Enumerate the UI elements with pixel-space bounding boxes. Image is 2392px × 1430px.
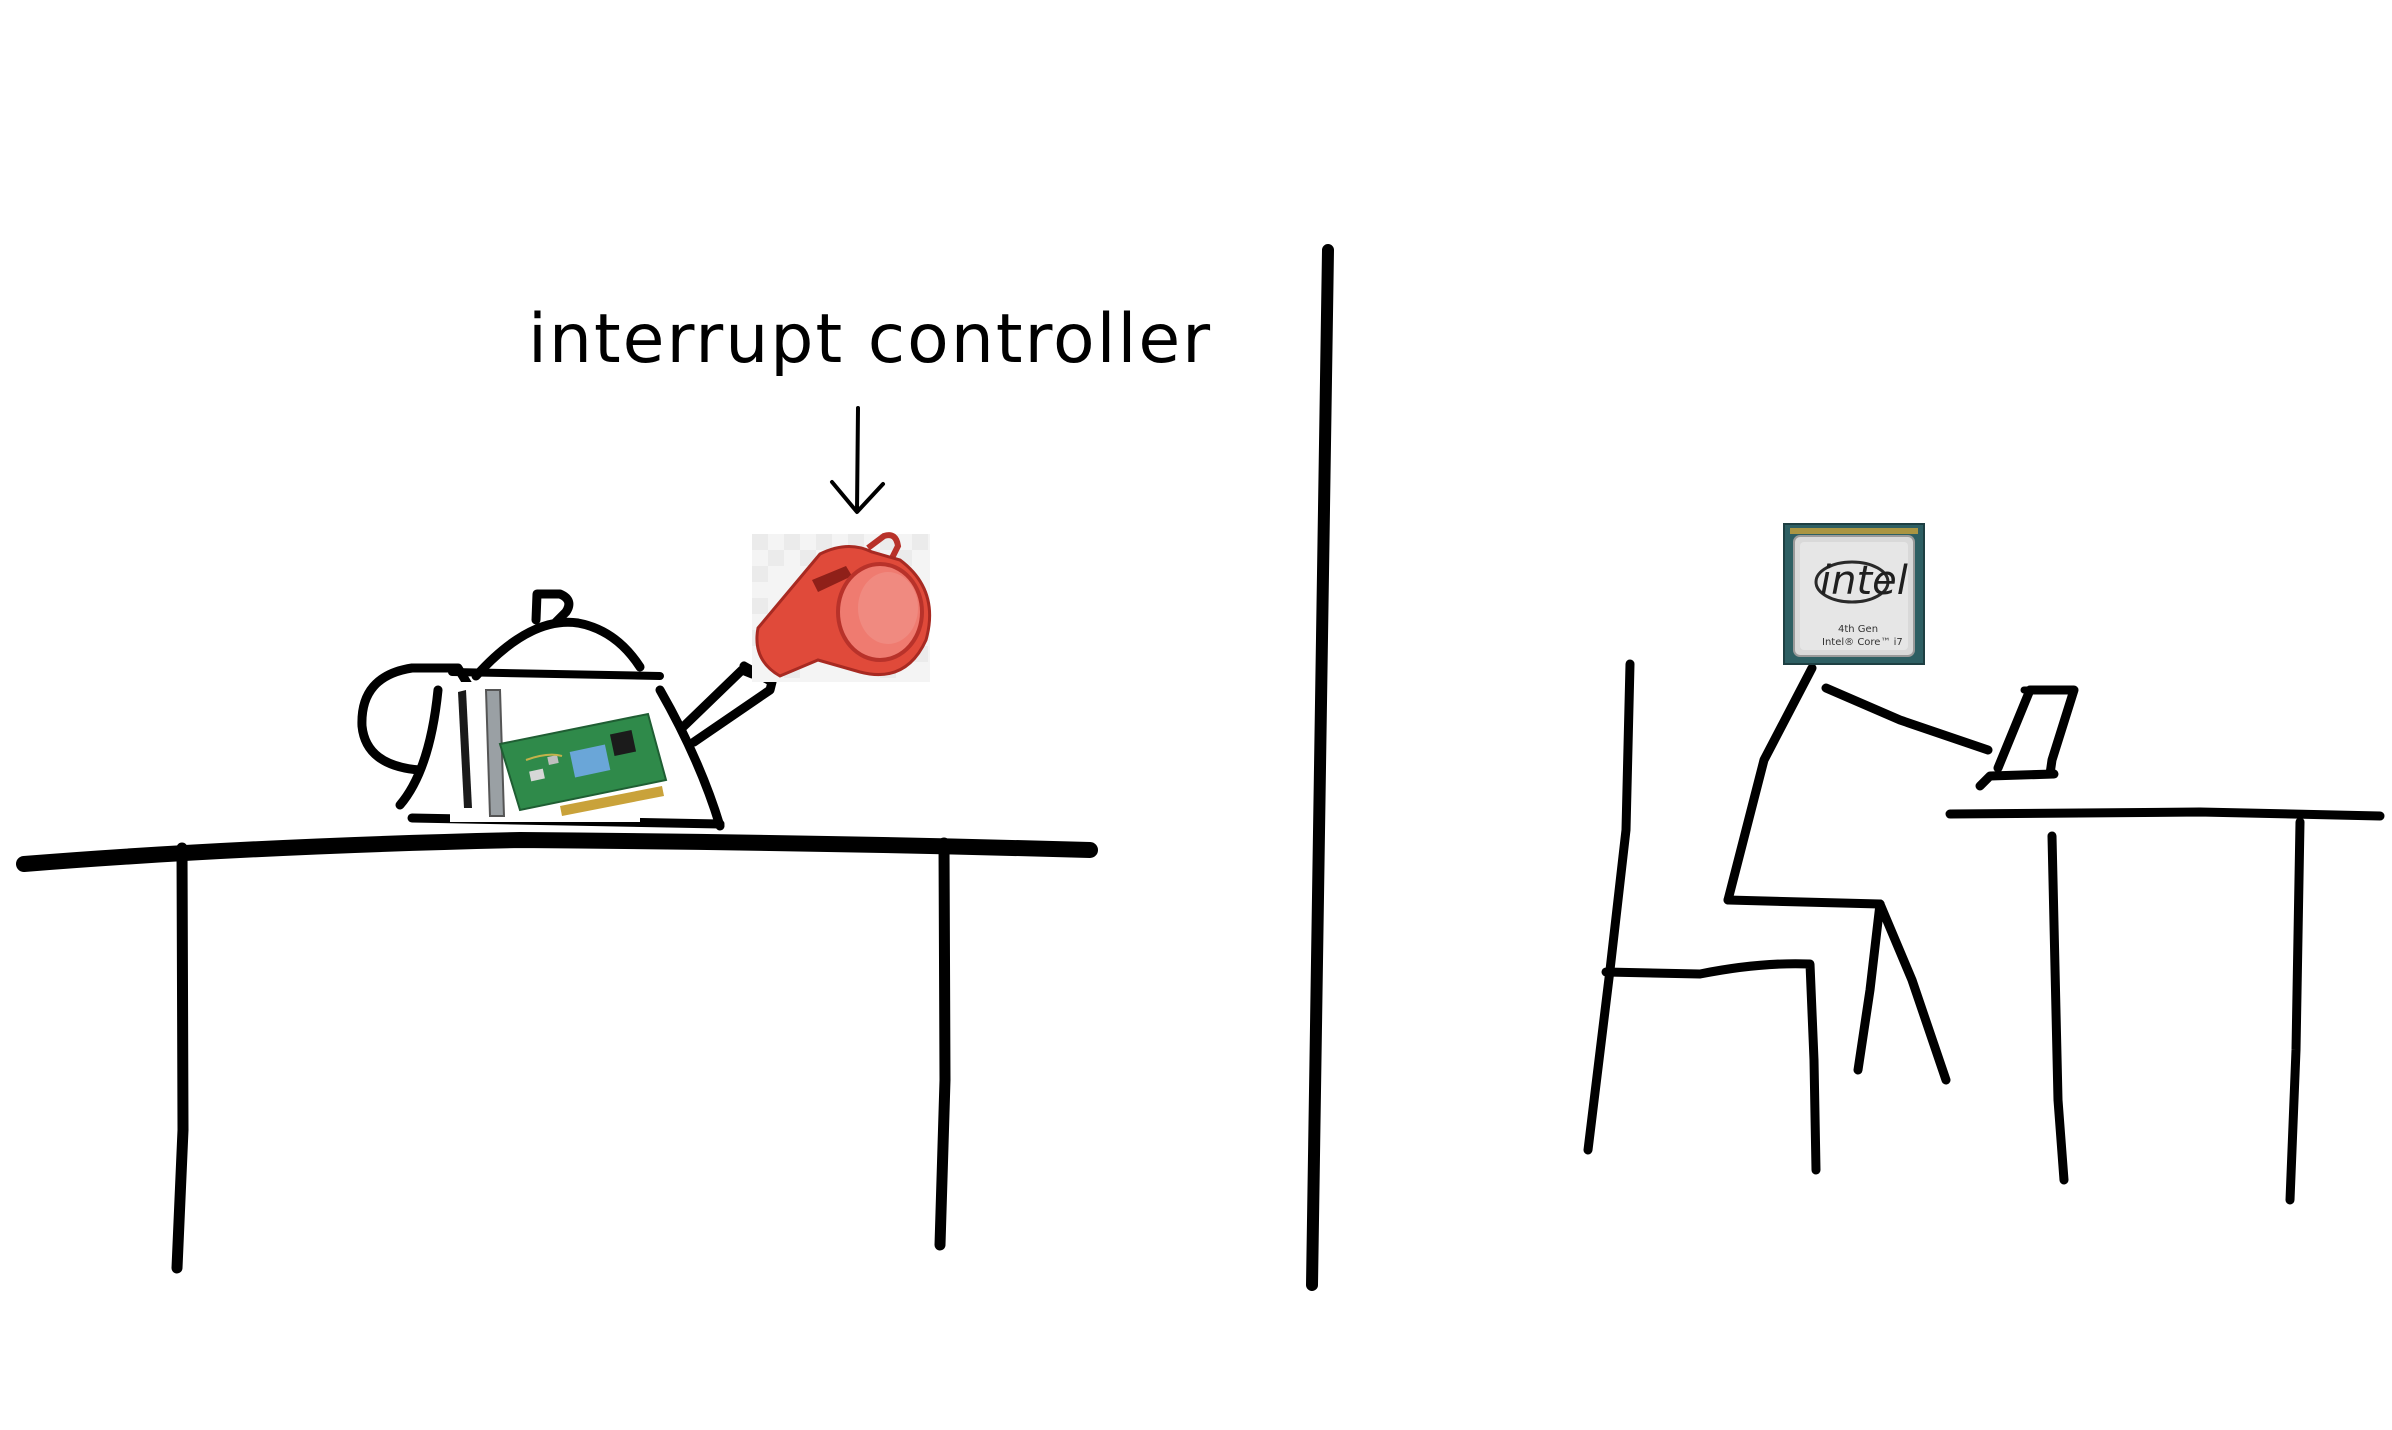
right-table	[1945, 807, 2385, 1205]
interrupt-controller-label: interrupt controller	[528, 300, 1212, 379]
whistle-icon	[752, 532, 932, 682]
chip-model-text: Intel® Core™ i7	[1822, 637, 1903, 648]
network-card-icon	[450, 682, 668, 822]
left-table	[16, 832, 1098, 1274]
divider-line	[1306, 244, 1334, 1291]
chip-gen-text: 4th Gen	[1838, 624, 1878, 635]
laptop-icon	[1975, 685, 2079, 791]
stick-figure-icon	[1723, 663, 1993, 1085]
chip-brand-text: intel	[1820, 558, 1908, 604]
cpu-chip-icon: intel 4th Gen Intel® Core™ i7	[1783, 523, 1925, 665]
down-arrow-icon	[830, 406, 885, 514]
chair	[1583, 659, 1821, 1175]
